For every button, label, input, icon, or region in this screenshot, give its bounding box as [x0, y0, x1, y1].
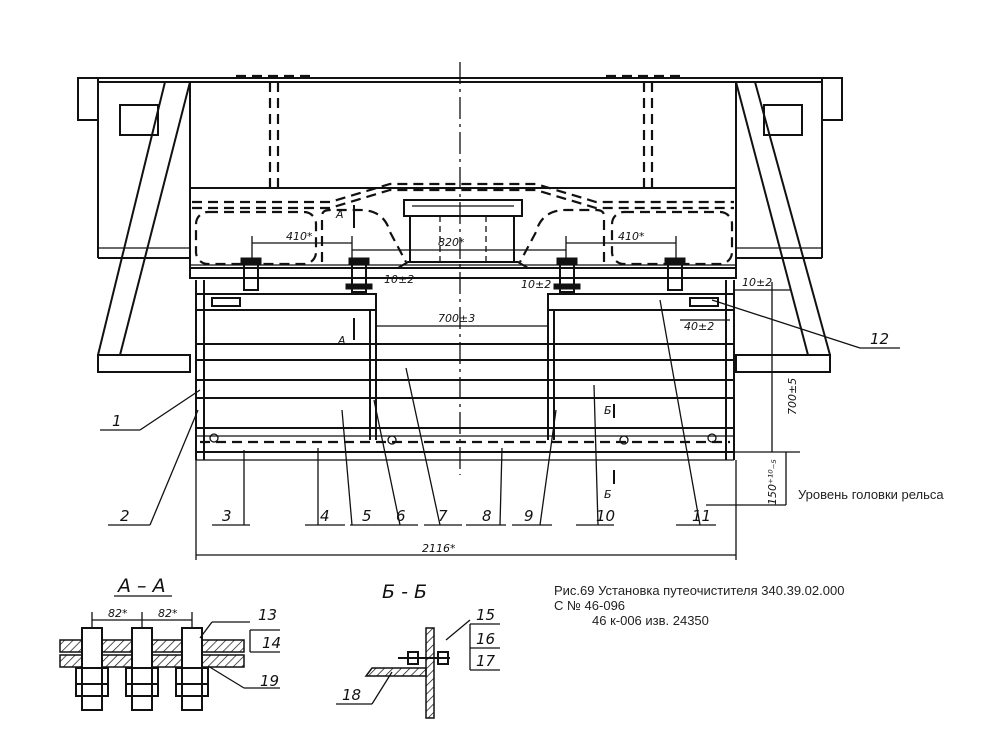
dim-10-mid: 10±2	[521, 278, 551, 291]
dim-820: 820*	[438, 236, 465, 249]
section-mark-b-bottom: Б	[604, 488, 612, 501]
callout-9: 9	[524, 507, 534, 525]
callout-19: 19	[260, 672, 279, 690]
caption-line-2: С № 46-096	[554, 598, 625, 613]
callout-numbers: 1 2 3 4 5 6 7 8 9 10 11 12	[112, 330, 889, 525]
dim-2116: 2116*	[422, 542, 456, 555]
callout-11: 11	[692, 507, 711, 525]
callout-5: 5	[362, 507, 372, 525]
section-mark-a-bottom: А	[337, 334, 346, 347]
caption-line-1: Рис.69 Установка путеочистителя 340.39.0…	[554, 583, 844, 598]
callout-4: 4	[320, 507, 330, 525]
bolt-assemblies	[240, 257, 686, 293]
dim-410-left: 410*	[286, 230, 313, 243]
dim-700-vertical: 700±5	[786, 378, 799, 415]
dim-700-horizontal: 700±3	[438, 312, 475, 325]
callout-7: 7	[438, 507, 448, 525]
dim-410-right: 410*	[618, 230, 645, 243]
vehicle-frame	[77, 74, 843, 373]
section-marks: А А Б Б	[335, 205, 615, 501]
dim-40: 40±2	[684, 320, 714, 333]
section-b-b-title: Б - Б	[382, 581, 427, 603]
callout-18: 18	[342, 686, 361, 704]
callout-15: 15	[476, 606, 495, 624]
callout-13: 13	[258, 606, 277, 624]
callout-8: 8	[482, 507, 492, 525]
callout-17: 17	[476, 652, 496, 670]
dim-82-right: 82*	[158, 607, 178, 620]
track-cleaner	[195, 280, 735, 461]
caption-line-3: 46 к-006 изв. 24350	[592, 613, 709, 628]
callout-12: 12	[870, 330, 889, 348]
section-a-a: А – А 82* 82* 13 14 19	[59, 575, 281, 711]
dimensions: 410* 820* 410* 10±2 10±2 10±2 700±3 40±2…	[195, 230, 800, 560]
callout-leaders	[100, 299, 900, 526]
rail-level-label: Уровень головки рельса	[798, 487, 944, 502]
figure-caption: Рис.69 Установка путеочистителя 340.39.0…	[554, 583, 844, 628]
section-b-b: Б - Б 15 16 17 18	[336, 581, 500, 719]
dim-150: 150⁺¹⁰₋₅	[766, 459, 779, 505]
section-mark-a-top: А	[335, 208, 344, 221]
dim-10-right: 10±2	[742, 276, 772, 289]
dim-82-left: 82*	[108, 607, 128, 620]
callout-16: 16	[476, 630, 495, 648]
section-mark-b-top: Б	[604, 404, 612, 417]
callout-10: 10	[596, 507, 615, 525]
dim-10-left: 10±2	[384, 273, 414, 286]
callout-1: 1	[112, 412, 122, 430]
callout-14: 14	[262, 634, 281, 652]
callout-3: 3	[222, 507, 232, 525]
callout-6: 6	[396, 507, 406, 525]
section-a-a-title: А – А	[116, 575, 166, 597]
callout-2: 2	[120, 507, 130, 525]
